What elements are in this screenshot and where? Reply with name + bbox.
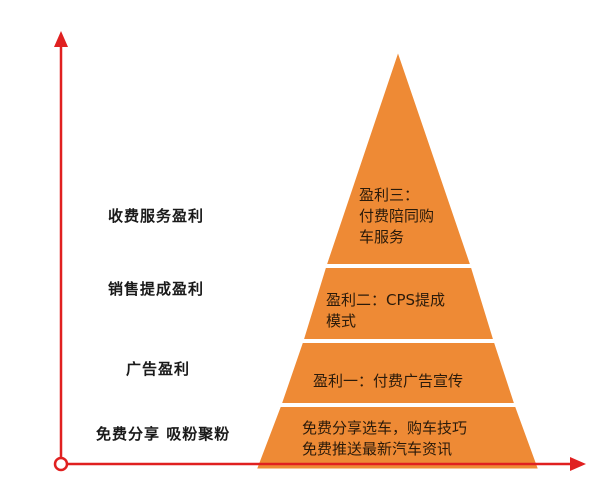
tier-text-free: 免费分享选车，购车技巧 免费推送最新汽车资讯 bbox=[302, 419, 468, 458]
tier-text-ads: 盈利一：付费广告宣传 bbox=[313, 372, 464, 390]
tier-text-cps: 盈利二：CPS提成 模式 bbox=[326, 291, 446, 330]
horizontal-axis-arrowhead bbox=[570, 457, 586, 471]
level-label-service-profit: 收费服务盈利 bbox=[108, 207, 205, 225]
axis-origin-circle bbox=[53, 456, 69, 472]
level-label-free-sharing: 免费分享 吸粉聚粉 bbox=[96, 425, 231, 443]
tier-text-service: 盈利三： 付费陪同购 车服务 bbox=[359, 186, 435, 246]
vertical-axis-arrowhead bbox=[54, 31, 68, 47]
level-label-commission-profit: 销售提成盈利 bbox=[108, 280, 205, 298]
level-label-ad-profit: 广告盈利 bbox=[126, 360, 191, 378]
